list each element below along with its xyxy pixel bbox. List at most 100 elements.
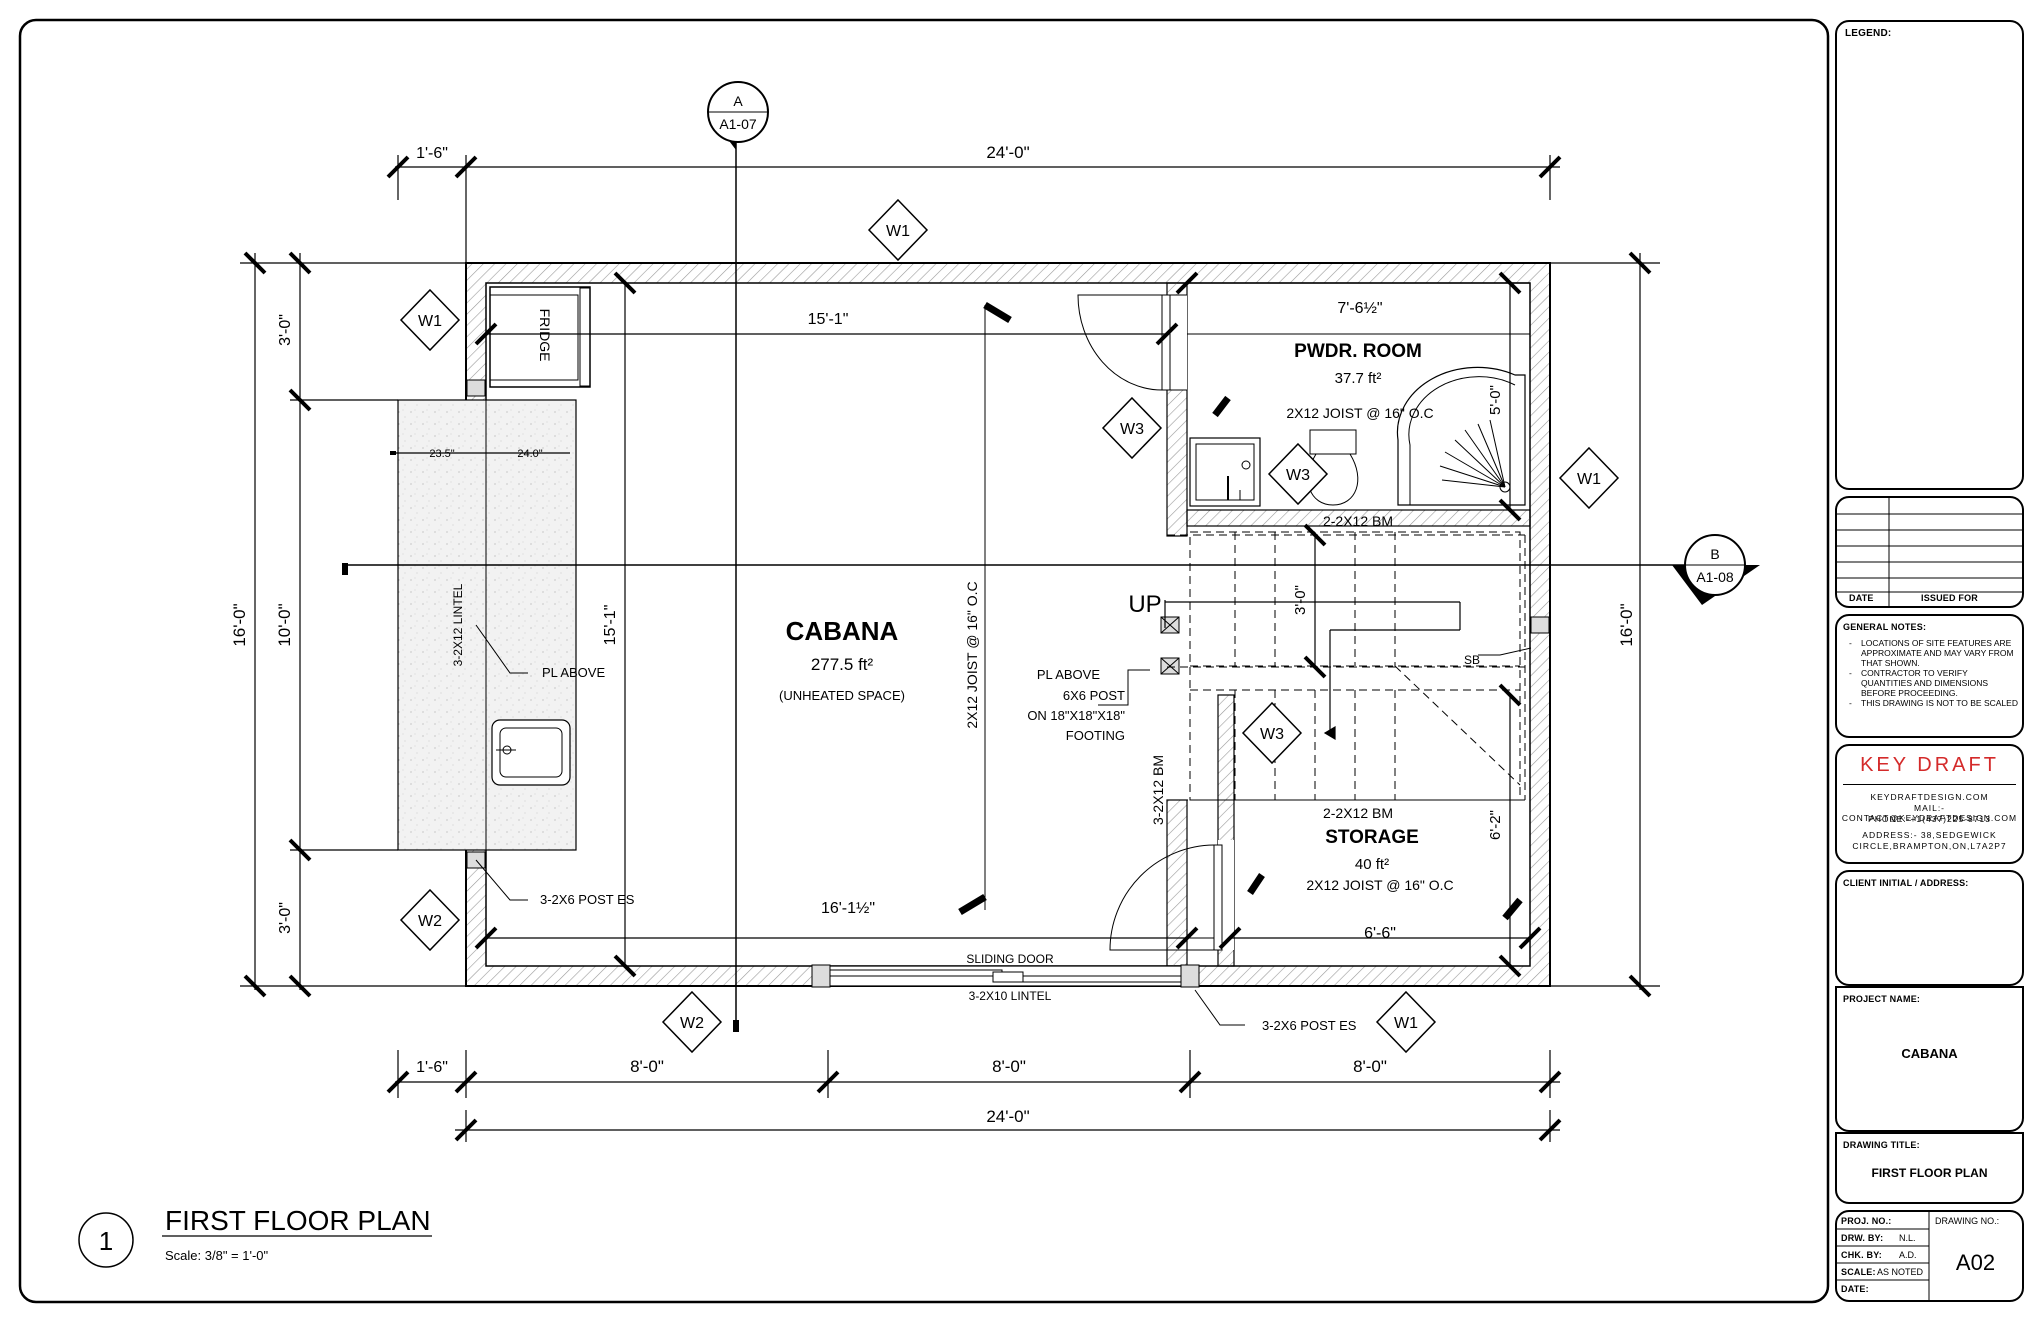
legend-label: LEGEND: (1845, 28, 1892, 39)
drawing-title-panel: DRAWING TITLE: FIRST FLOOR PLAN (1835, 1132, 2024, 1204)
general-note-item: CONTRACTOR TO VERIFY QUANTITIES AND DIME… (1849, 668, 2019, 698)
drawing-title: FIRST FLOOR PLAN (165, 1205, 431, 1236)
room-pwdr-area: 37.7 ft² (1335, 370, 1382, 387)
dim-bottom-total: 24'-0" (986, 1107, 1029, 1126)
section-a-sheet: A1-07 (719, 116, 757, 132)
pl-above-left-note: PL ABOVE (542, 665, 605, 680)
dim-left-bottom: 3'-0" (277, 902, 294, 934)
issued-for-label: ISSUED FOR (1921, 593, 1979, 603)
pl-above-center-note: PL ABOVE (1037, 667, 1100, 682)
window-tag-w1-top: W1 (886, 223, 910, 240)
fridge-label: FRIDGE (537, 309, 553, 362)
dim-stair-height: 3'-0" (1292, 585, 1309, 615)
dim-cabana-vertical: 15'-1" (602, 605, 619, 646)
dim-top-total: 24'-0" (986, 143, 1029, 162)
dim-bottom-3: 8'-0" (1353, 1057, 1387, 1076)
dim-cabana-bottom: 16'-1½" (821, 900, 875, 917)
section-a-letter: A (733, 93, 743, 109)
dim-counter-a: 23.5" (429, 448, 454, 460)
window-tag-w3-stair: W3 (1260, 726, 1284, 743)
dim-bottom-left: 1'-6" (416, 1059, 448, 1076)
project-panel: PROJECT NAME: CABANA (1835, 986, 2024, 1135)
dim-storage-height: 6'-2" (1487, 810, 1504, 840)
drawing-title-marker (78, 1212, 432, 1268)
drawing-number: 1 (99, 1226, 113, 1256)
storage-door (1109, 840, 1234, 951)
issued-grid (1837, 498, 2022, 606)
staircase (1189, 531, 1521, 801)
project-name: CABANA (1901, 1046, 1958, 1061)
legend-panel: LEGEND: (1835, 20, 2024, 490)
pwdr-door (1077, 294, 1187, 391)
section-marker-b (1672, 534, 1760, 605)
dim-left-mid: 10'-0" (275, 603, 294, 646)
joist-pwdr-note: 2X12 JOIST @ 16" O.C (1286, 405, 1433, 421)
chk-by-label: CHK. BY: (1841, 1250, 1882, 1260)
general-note-item: THIS DRAWING IS NOT TO BE SCALED (1849, 698, 2019, 708)
sb-label: SB (1464, 653, 1480, 667)
window-tag-w2-left: W2 (418, 913, 442, 930)
scale-label: SCALE: (1841, 1267, 1876, 1277)
room-pwdr-name: PWDR. ROOM (1294, 341, 1422, 362)
client-panel: CLIENT INITIAL / ADDRESS: (1835, 870, 2024, 986)
company-name: KEY DRAFT (1860, 754, 1999, 776)
general-notes-list: LOCATIONS OF SITE FEATURES ARE APPROXIMA… (1849, 638, 2019, 708)
project-name-label: PROJECT NAME: (1843, 994, 1921, 1004)
dim-bottom-1: 8'-0" (630, 1057, 664, 1076)
beam-pwdr-note: 2-2X12 BM (1323, 513, 1393, 529)
section-lines (342, 125, 1700, 1032)
powder-room-fixtures (1189, 366, 1526, 507)
drawing-info-grid (1837, 1212, 1930, 1300)
company-mail: MAIL:-CONTACT@KEYDRAFTDESIGN.COM (1841, 803, 2018, 823)
post-6x6-note: 6X6 POST (1063, 688, 1125, 703)
fridge (489, 286, 591, 388)
general-note-item: LOCATIONS OF SITE FEATURES ARE APPROXIMA… (1849, 638, 2019, 668)
dim-right-total: 16'-0" (1617, 603, 1636, 646)
lintel-left-note: 3-2X12 LINTEL (451, 583, 465, 666)
post-left-note: 3-2X6 POST ES (540, 892, 635, 907)
beam-vertical-note: 3-2X12 BM (1150, 755, 1166, 825)
issued-panel: DATE ISSUED FOR (1835, 496, 2024, 608)
date-label-2: DATE: (1841, 1284, 1869, 1294)
joist-cabana-note: 2X12 JOIST @ 16" O.C (964, 581, 980, 728)
general-notes-label: GENERAL NOTES: (1843, 622, 1927, 632)
window-tag-w3-pwdr: W3 (1120, 421, 1144, 438)
window-tag-w1-right: W1 (1577, 471, 1601, 488)
drawing-title-label: DRAWING TITLE: (1843, 1140, 1920, 1150)
sheet-border (18, 18, 1830, 1304)
drw-by-value: N.L. (1899, 1233, 1916, 1243)
footing-size-note: ON 18"X18"X18" (1027, 708, 1125, 723)
section-b-letter: B (1710, 546, 1719, 562)
window-tag-w3-toilet: W3 (1286, 467, 1310, 484)
drawing-no-value: A02 (1955, 1250, 1996, 1275)
room-cabana-name: CABANA (786, 616, 899, 646)
sliding-door-label: SLIDING DOOR (966, 952, 1054, 966)
room-cabana-note: (UNHEATED SPACE) (779, 688, 905, 703)
drawing-scale: Scale: 3/8" = 1'-0" (165, 1248, 269, 1263)
footing-note: FOOTING (1066, 728, 1125, 743)
dim-pwdr-height: 5'-0" (1487, 385, 1504, 415)
company-phone: PHONE:-+1(437)225-8713 (1868, 814, 1991, 824)
joist-storage-note: 2X12 JOIST @ 16" O.C (1306, 877, 1453, 893)
section-marker-a (707, 81, 769, 150)
window-tag-w1-left: W1 (418, 313, 442, 330)
date-label: DATE (1849, 593, 1874, 603)
joist-marks (958, 301, 1523, 921)
company-panel: KEY DRAFT KEYDRAFTDESIGN.COM MAIL:-CONTA… (1835, 744, 2024, 864)
room-cabana-area: 277.5 ft² (811, 655, 874, 674)
proj-no-label: PROJ. NO.: (1841, 1216, 1892, 1226)
dim-pwdr-width: 7'-6½" (1337, 300, 1382, 317)
company-divider (1843, 784, 2016, 785)
dim-storage-width: 6'-6" (1364, 925, 1396, 942)
dim-top-left: 1'-6" (416, 145, 448, 162)
kitchen-counter (397, 399, 577, 851)
lintel-bottom-label: 3-2X10 LINTEL (969, 989, 1052, 1003)
drawing-title-value: FIRST FLOOR PLAN (1871, 1166, 1988, 1180)
dimension-ticks (243, 155, 1652, 1142)
beam-outlines (1167, 534, 1526, 801)
dim-left-total: 16'-0" (230, 603, 249, 646)
company-address-1: ADDRESS:- 38,SEDGEWICK (1862, 830, 1997, 840)
room-storage-area: 40 ft² (1355, 856, 1389, 873)
chk-by-value: A.D. (1899, 1250, 1917, 1260)
